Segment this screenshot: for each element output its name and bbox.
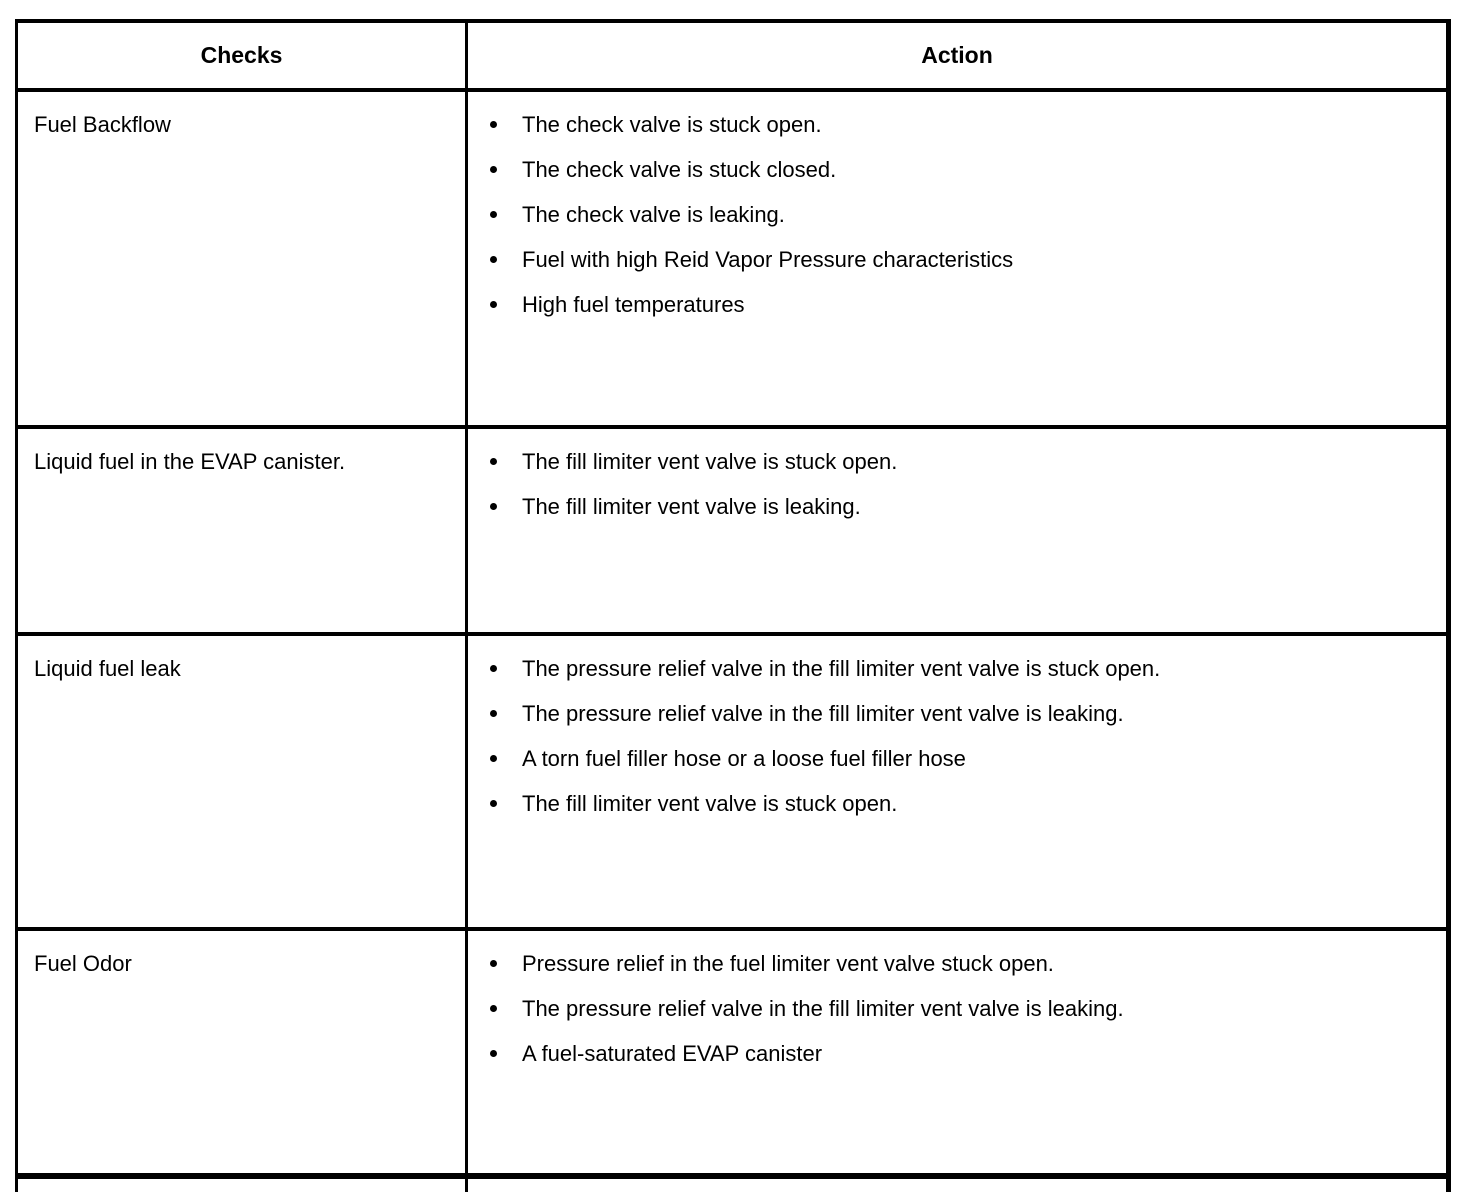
action-cell: The pressure relief valve in the fill li… bbox=[468, 636, 1446, 927]
check-label: Fuel Backflow bbox=[34, 112, 171, 137]
check-cell: Liquid fuel in the EVAP canister. bbox=[18, 429, 468, 632]
table-row: Liquid fuel leak The pressure relief val… bbox=[18, 632, 1446, 927]
action-item: The fill limiter vent valve is leaking. bbox=[468, 484, 1446, 529]
action-list: Pressure relief in the fuel limiter vent… bbox=[468, 941, 1446, 1076]
check-cell: Liquid fuel leak bbox=[18, 636, 468, 927]
check-label: Fuel Odor bbox=[34, 951, 132, 976]
partial-row-cutoff bbox=[18, 1173, 1446, 1192]
table-row: Liquid fuel in the EVAP canister. The fi… bbox=[18, 425, 1446, 632]
column-header-checks: Checks bbox=[18, 23, 468, 88]
action-cell: The check valve is stuck open.The check … bbox=[468, 92, 1446, 425]
column-header-action: Action bbox=[921, 42, 993, 68]
action-item: High fuel temperatures bbox=[468, 282, 1446, 327]
action-cell: The fill limiter vent valve is stuck ope… bbox=[468, 429, 1446, 632]
action-item: A torn fuel filler hose or a loose fuel … bbox=[468, 736, 1446, 781]
action-item: The check valve is leaking. bbox=[468, 192, 1446, 237]
action-item: A fuel-saturated EVAP canister bbox=[468, 1031, 1446, 1076]
action-item: The check valve is stuck closed. bbox=[468, 147, 1446, 192]
action-cell: Pressure relief in the fuel limiter vent… bbox=[468, 931, 1446, 1173]
partial-action-cell bbox=[468, 1179, 1446, 1192]
table-row: Fuel Backflow The check valve is stuck o… bbox=[18, 92, 1446, 425]
action-list: The fill limiter vent valve is stuck ope… bbox=[468, 439, 1446, 529]
table-header-row: Checks Action bbox=[18, 23, 1446, 92]
partial-check-cell bbox=[18, 1179, 468, 1192]
table-row: Fuel Odor Pressure relief in the fuel li… bbox=[18, 927, 1446, 1173]
table-body: Fuel Backflow The check valve is stuck o… bbox=[18, 92, 1446, 1173]
check-label: Liquid fuel in the EVAP canister. bbox=[34, 449, 346, 474]
action-item: Pressure relief in the fuel limiter vent… bbox=[468, 941, 1446, 986]
check-cell: Fuel Odor bbox=[18, 931, 468, 1173]
action-item: The pressure relief valve in the fill li… bbox=[468, 691, 1446, 736]
action-item: The fill limiter vent valve is stuck ope… bbox=[468, 781, 1446, 826]
action-item: The check valve is stuck open. bbox=[468, 102, 1446, 147]
action-list: The check valve is stuck open.The check … bbox=[468, 102, 1446, 327]
checks-action-table: Checks Action Fuel Backflow The check va… bbox=[15, 19, 1451, 1192]
action-item: The pressure relief valve in the fill li… bbox=[468, 646, 1446, 691]
action-item: The pressure relief valve in the fill li… bbox=[468, 986, 1446, 1031]
action-item: Fuel with high Reid Vapor Pressure chara… bbox=[468, 237, 1446, 282]
action-item: The fill limiter vent valve is stuck ope… bbox=[468, 439, 1446, 484]
check-label: Liquid fuel leak bbox=[34, 656, 181, 681]
action-list: The pressure relief valve in the fill li… bbox=[468, 646, 1446, 826]
check-cell: Fuel Backflow bbox=[18, 92, 468, 425]
